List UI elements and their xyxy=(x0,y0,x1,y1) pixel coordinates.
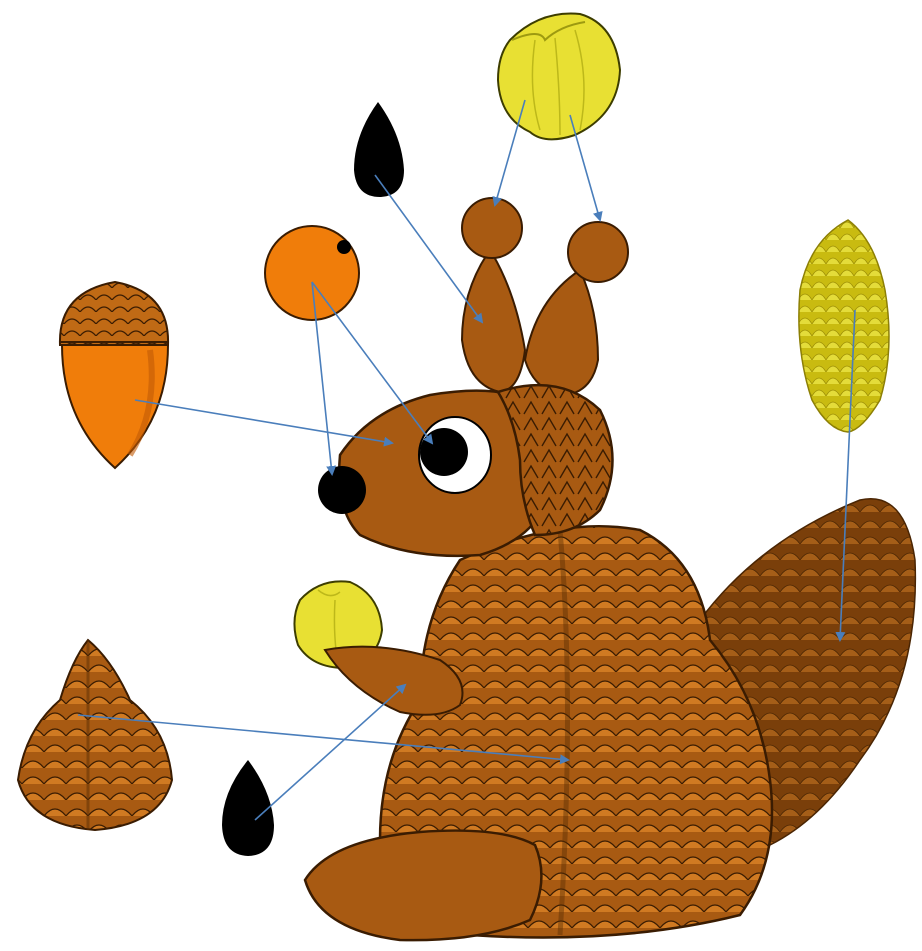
squirrel-ear-left xyxy=(462,250,525,392)
sunflower-seed-bottom xyxy=(222,760,274,856)
arrow-acorn-to-head xyxy=(135,400,392,443)
pine-cone-small xyxy=(18,640,172,830)
squirrel-ear-tuft-left xyxy=(462,198,522,258)
arrow-seed-to-ear xyxy=(375,175,482,322)
arrow-berry-to-eye xyxy=(312,282,432,443)
squirrel-ear-right xyxy=(525,270,598,395)
hazelnut-top xyxy=(498,14,620,140)
squirrel-foot xyxy=(305,831,541,941)
squirrel-eye xyxy=(419,417,491,493)
acorn xyxy=(60,282,168,468)
rowan-berry xyxy=(265,226,359,320)
squirrel-ear-tuft-right xyxy=(568,222,628,282)
squirrel-nose xyxy=(318,466,366,514)
spruce-cone xyxy=(799,220,889,432)
sunflower-seed-top xyxy=(354,102,404,197)
